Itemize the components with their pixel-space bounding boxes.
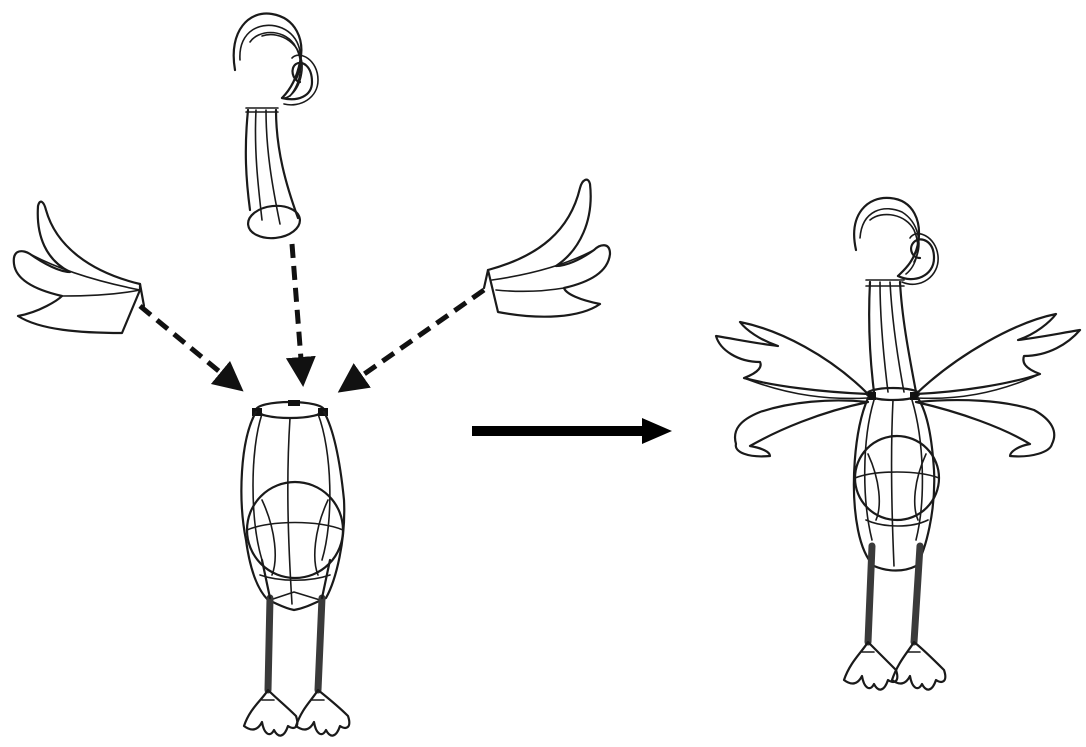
body-legs-part: [241, 400, 349, 736]
arrow-left-wing: [140, 306, 232, 382]
right-wing-part: [484, 180, 610, 317]
head-neck-part: [234, 13, 318, 240]
assembled-flamingo: [716, 198, 1080, 690]
arrow-right-wing: [350, 290, 484, 384]
left-wing-part: [14, 202, 144, 333]
result-arrow: [472, 418, 672, 444]
assembly-arrows: [140, 244, 484, 384]
arrow-neck: [292, 244, 302, 372]
